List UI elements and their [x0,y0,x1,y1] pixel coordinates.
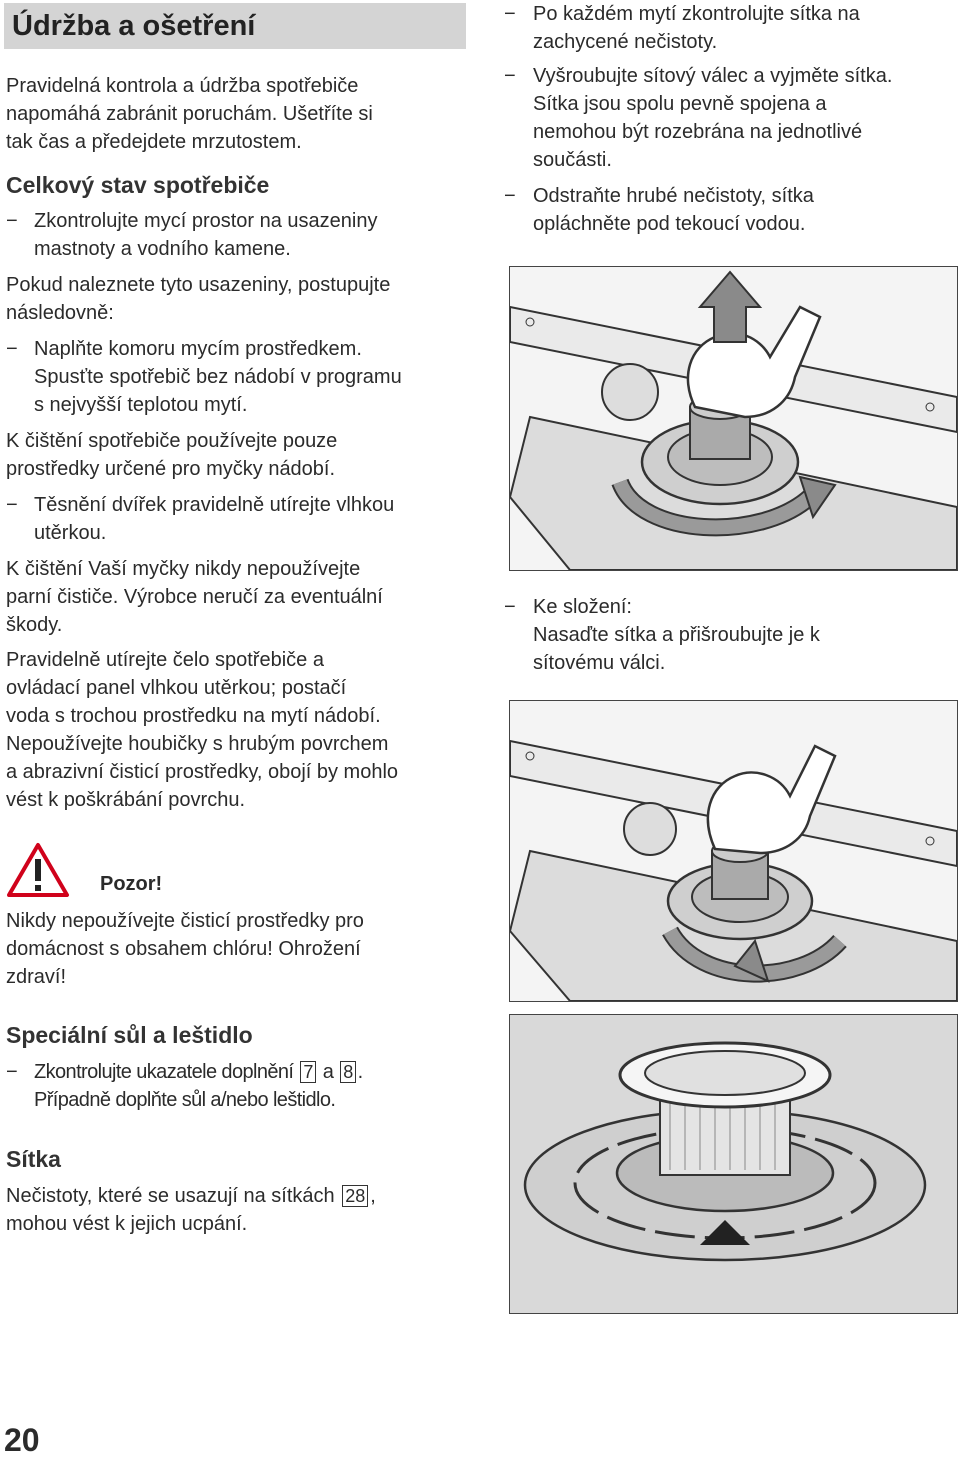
arrow-up-icon [700,1220,750,1245]
list-item-door-seal: Těsnění dvířek pravidelně utírejte vlhko… [34,491,394,547]
text-line: domácnost s obsahem chlóru! Ohrožení [6,938,361,960]
warning-icon [6,842,70,898]
list-item-check-indicators: Zkontrolujte ukazatele doplnění 7 a 8. P… [34,1058,363,1114]
text-line: utěrkou. [34,522,107,544]
text-line: Pokud naleznete tyto usazeniny, postupuj… [6,274,391,296]
illustration-filter-closeup [509,1014,958,1314]
dash-bullet: − [6,210,18,232]
paragraph-front-panel: Pravidelně utírejte čelo spotřebiče a ov… [6,646,398,814]
text-line: K čištění Vaší myčky nikdy nepoužívejte [6,558,361,580]
text-line: tak čas a předejdete mrzutostem. [6,131,302,153]
section-header: Údržba a ošetření [4,3,466,49]
text-line: s nejvyšší teplotou mytí. [34,394,248,416]
text-segment: , [370,1185,376,1207]
intro-paragraph: Pravidelná kontrola a údržba spotřebiče … [6,72,373,156]
text-line: a abrazivní čisticí prostředky, obojí by… [6,761,399,783]
text-line: parní čističe. Výrobce neručí za eventuá… [6,586,383,608]
heading-salt-rinse: Speciální sůl a leštidlo [6,1022,253,1048]
text-segment: Zkontrolujte ukazatele doplnění [34,1061,294,1083]
text-line: prostředky určené pro myčky nádobí. [6,458,336,480]
text-line: Nepoužívejte houbičky s hrubým povrchem [6,733,389,755]
text-line: Spusťte spotřebič bez nádobí v programu [34,366,402,388]
text-segment: a [322,1061,334,1083]
text-segment: . [357,1061,364,1083]
rotate-arrow-icon [611,475,837,537]
text-line: zdraví! [6,966,67,988]
reference-number-28: 28 [342,1185,369,1207]
text-line: Zkontrolujte mycí prostor na usazeniny [34,210,378,232]
list-item-assemble: Ke složení: Nasaďte sítka a přišroubujte… [533,593,820,677]
dash-bullet: − [6,338,18,360]
text-line: vést k poškrábání povrchu. [6,789,246,811]
heading-celkovy-stav: Celkový stav spotřebiče [6,172,270,198]
dash-bullet: − [504,185,516,207]
text-line: Vyšroubujte sítový válec a vyjměte sítka… [533,65,893,87]
paragraph-steam-cleaners: K čištění Vaší myčky nikdy nepoužívejte … [6,555,383,639]
text-line: napomáhá zabránit poruchám. Ušetříte si [6,103,373,125]
list-item-fill-detergent: Naplňte komoru mycím prostředkem. Spusťt… [34,335,402,419]
text-line: zachycené nečistoty. [533,31,718,53]
dash-bullet: − [504,3,516,25]
paragraph-deposits-found: Pokud naleznete tyto usazeniny, postupuj… [6,271,390,327]
list-item-unscrew-cylinder: Vyšroubujte sítový válec a vyjměte sítka… [533,62,892,174]
list-item-check-filters: Po každém mytí zkontrolujte sítka na zac… [533,0,860,56]
text-line: mohou vést k jejich ucpání. [6,1213,248,1235]
text-line: Naplňte komoru mycím prostředkem. [34,338,362,360]
text-line: mastnoty a vodního kamene. [34,238,291,260]
rotate-arrow-icon [662,926,847,983]
warning-title: Pozor! [100,873,163,895]
list-item-check-deposits: Zkontrolujte mycí prostor na usazeniny m… [34,207,378,263]
text-line: Nasaďte sítka a přišroubujte je k [533,624,820,646]
warning-text: Nikdy nepoužívejte čisticí prostředky pr… [6,907,364,991]
page-title: Údržba a ošetření [12,10,256,42]
text-line: součásti. [533,149,612,171]
paragraph-cleaning-products: K čištění spotřebiče používejte pouze pr… [6,427,337,483]
arrow-up-icon [697,270,763,343]
text-line: Sítka jsou spolu pevně spojena a [533,93,827,115]
text-line: škody. [6,614,63,636]
text-segment: Nečistoty, které se usazují na sítkách [6,1185,335,1207]
text-line: ovládací panel vlhkou utěrkou; postačí [6,677,347,699]
paragraph-filters: Nečistoty, které se usazují na sítkách 2… [6,1182,376,1238]
heading-sitka: Sítka [6,1146,61,1172]
dash-bullet: − [6,1061,18,1083]
illustration-remove-filter [509,266,958,571]
text-line: Těsnění dvířek pravidelně utírejte vlhko… [34,494,395,516]
reference-number-8: 8 [340,1061,356,1083]
text-line: následovně: [6,302,114,324]
text-line: Odstraňte hrubé nečistoty, sítka [533,185,814,207]
text-line: Po každém mytí zkontrolujte sítka na [533,3,860,25]
illustration-insert-filter [509,700,958,1002]
text-line: Pravidelná kontrola a údržba spotřebiče [6,75,359,97]
dash-bullet: − [504,596,516,618]
text-line: Ke složení: [533,596,632,618]
page-number: 20 [4,1422,40,1458]
dash-bullet: − [6,494,18,516]
list-item-rinse-filters: Odstraňte hrubé nečistoty, sítka opláchn… [533,182,814,238]
reference-number-7: 7 [300,1061,316,1083]
text-line: Nikdy nepoužívejte čisticí prostředky pr… [6,910,364,932]
text-line: Případně doplňte sůl a/nebo leštidlo. [34,1089,336,1111]
dash-bullet: − [504,65,516,87]
text-line: Pravidelně utírejte čelo spotřebiče a [6,649,324,671]
text-line: K čištění spotřebiče používejte pouze [6,430,338,452]
text-line: opláchněte pod tekoucí vodou. [533,213,806,235]
text-line: voda s trochou prostředku na mytí nádobí… [6,705,381,727]
text-line: nemohou být rozebrána na jednotlivé [533,121,863,143]
text-line: sítovému válci. [533,652,666,674]
